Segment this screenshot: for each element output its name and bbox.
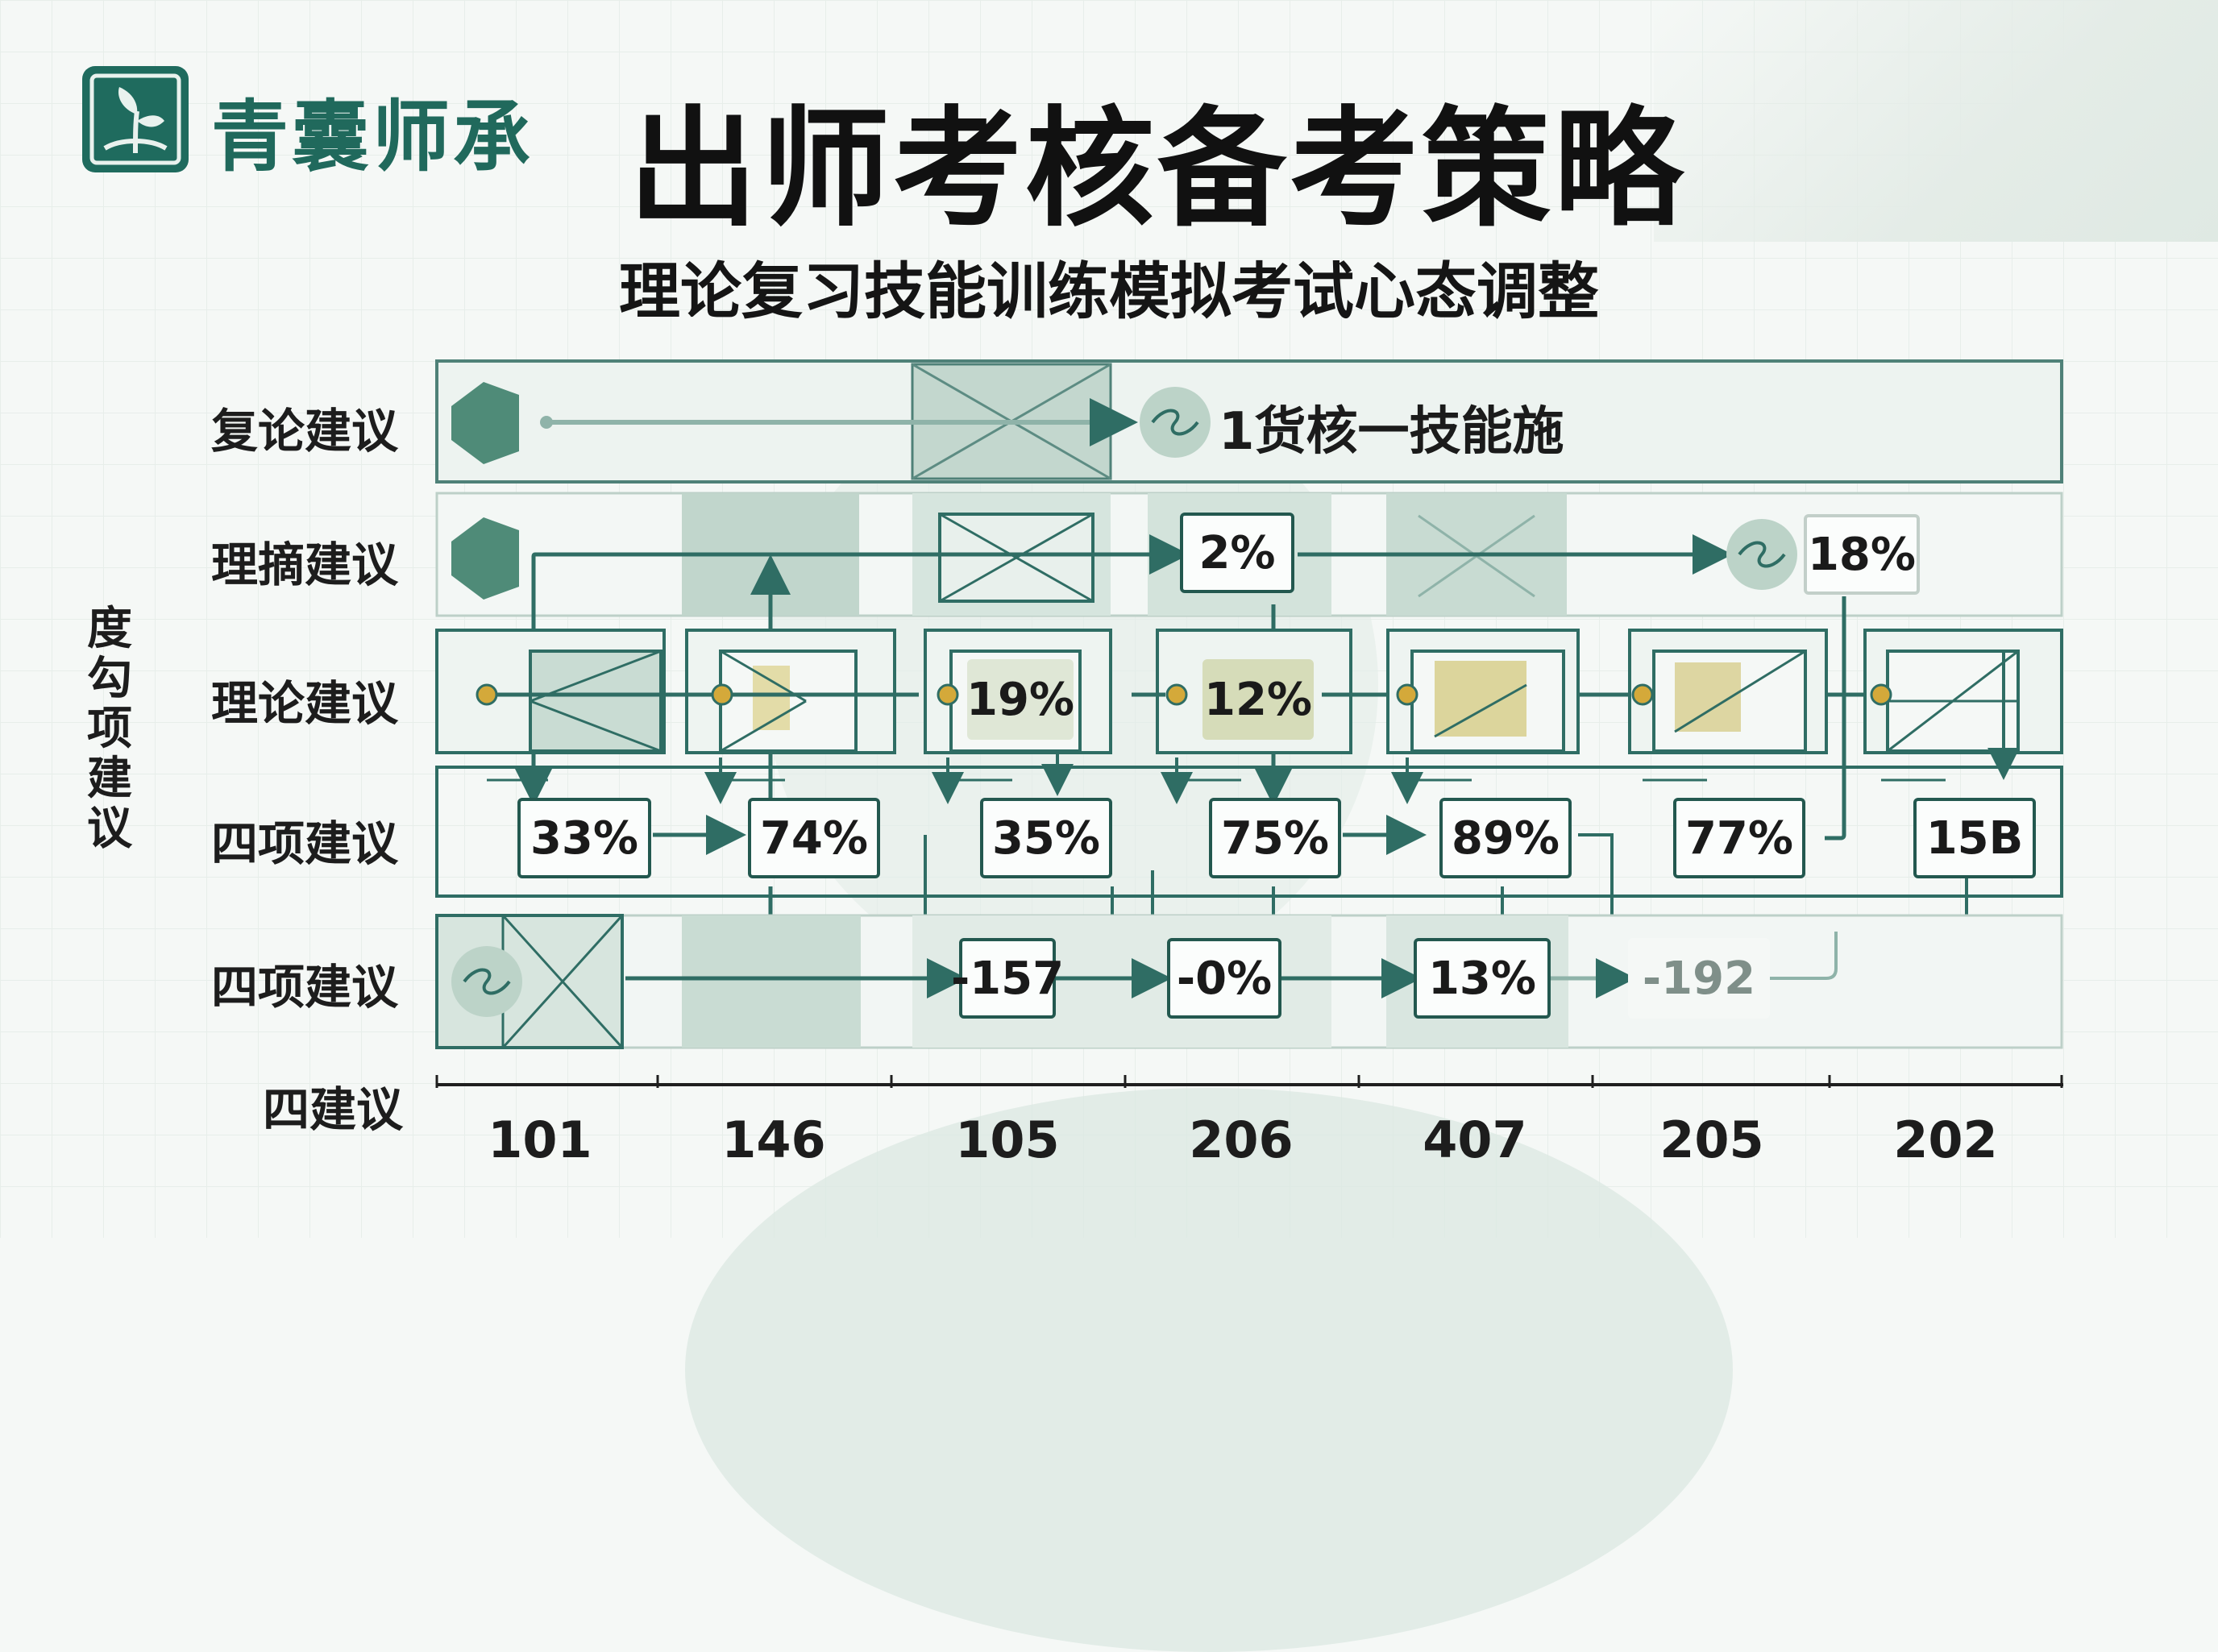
- x-tick-4: 206: [1189, 1110, 1294, 1169]
- callout-row5-1: -157: [951, 938, 1064, 1019]
- callout-row2-1: 2%: [1180, 513, 1294, 593]
- callout-row2-2: 18%: [1804, 514, 1920, 595]
- callout-row4-1: 33%: [517, 798, 651, 878]
- row-label-2: 理摘建议: [211, 538, 399, 592]
- row-label-1: 复论建议: [211, 404, 399, 459]
- x-tick-6: 205: [1659, 1110, 1764, 1169]
- callout-row4-4: 75%: [1209, 798, 1341, 878]
- side-axis-label: 度勾项建议: [87, 603, 132, 855]
- callout-row5-4: -192: [1628, 938, 1770, 1019]
- x-tick-7: 202: [1893, 1110, 1998, 1169]
- strategy-flow-diagram: [435, 359, 2063, 1088]
- callout-row4-6: 77%: [1673, 798, 1805, 878]
- row-label-3: 理论建议: [211, 676, 399, 731]
- callout-row4-7: 15B: [1913, 798, 2036, 878]
- x-tick-1: 101: [488, 1110, 592, 1169]
- leaf-sprout-icon: [82, 66, 189, 172]
- top-bar-label: 1货核一技能施: [1219, 402, 1564, 462]
- row1-hex-icon: [451, 382, 519, 464]
- row-label-6: 四建议: [263, 1082, 404, 1137]
- brand-name: 青囊师承: [211, 92, 534, 182]
- row-label-4: 四项建议: [211, 816, 399, 871]
- row2-hex-icon: [451, 517, 519, 600]
- row-label-5: 四项建议: [211, 960, 399, 1015]
- callout-row3-2: 12%: [1202, 659, 1314, 740]
- callout-row5-2: -0%: [1167, 938, 1281, 1019]
- background-corner-tint: [1654, 0, 2218, 242]
- callout-row4-2: 74%: [748, 798, 880, 878]
- row1-band: [435, 359, 2063, 484]
- x-tick-2: 146: [721, 1110, 826, 1169]
- x-tick-5: 407: [1423, 1110, 1527, 1169]
- page-title: 出师考核备考策略: [629, 93, 1687, 244]
- callout-row3-1: 19%: [966, 659, 1074, 740]
- callout-row4-3: 35%: [980, 798, 1112, 878]
- callout-row5-3: 13%: [1414, 938, 1551, 1019]
- x-tick-3: 105: [955, 1110, 1060, 1169]
- callout-row4-5: 89%: [1439, 798, 1572, 878]
- page-subtitle: 理论复习技能训练模拟考试心态调整: [619, 255, 1599, 327]
